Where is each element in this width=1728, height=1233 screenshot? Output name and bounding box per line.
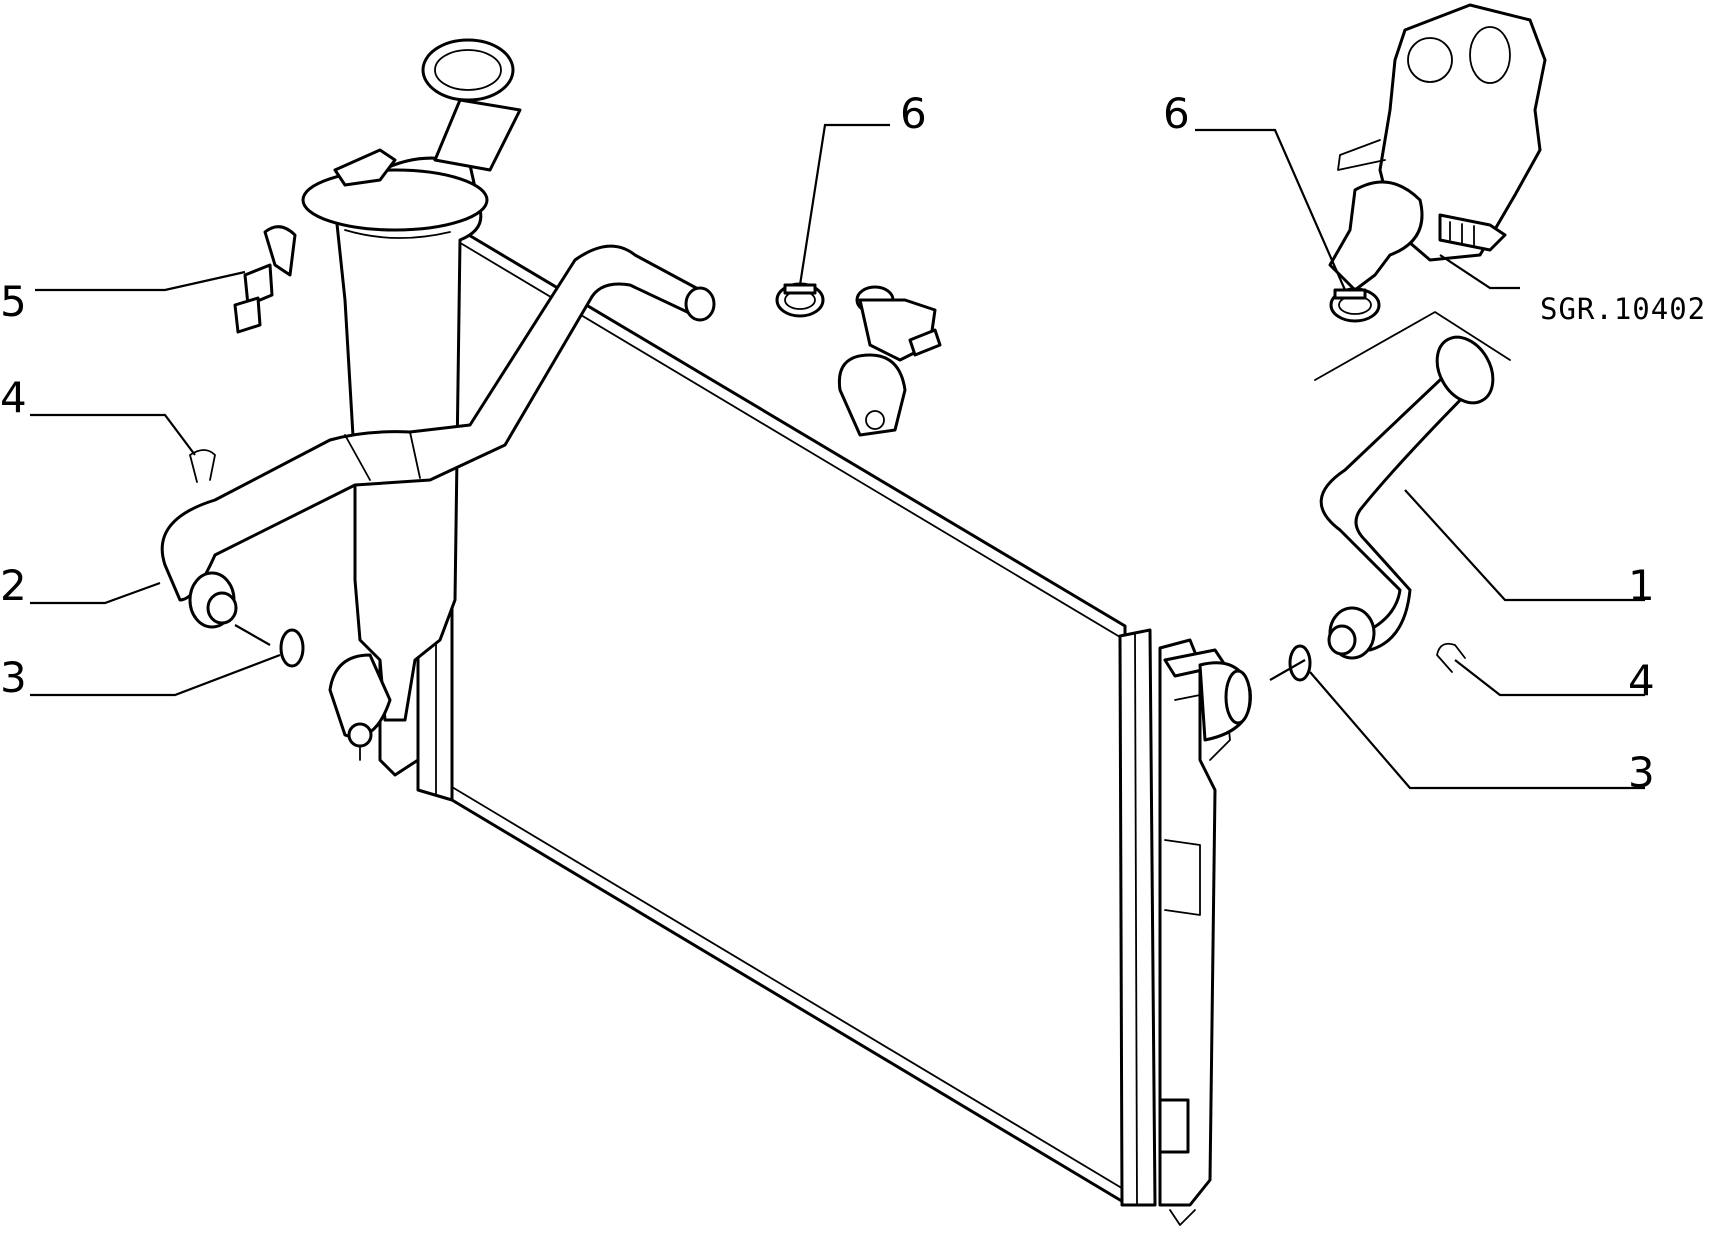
o-ring-left xyxy=(279,628,305,668)
callout-3-left: 3 xyxy=(0,653,27,702)
callout-1-right: 1 xyxy=(1628,561,1655,610)
reference-code: SGR.10402 xyxy=(1540,292,1706,326)
radiator-right-outlet xyxy=(1198,661,1252,742)
callout-3-right: 3 xyxy=(1628,748,1655,797)
upper-hose xyxy=(160,244,716,629)
spring-clip-right xyxy=(1436,642,1466,673)
mounting-bracket xyxy=(233,225,297,334)
hose-clamp-right xyxy=(1329,287,1381,323)
spring-clip-left xyxy=(189,449,216,483)
callout-6-center: 6 xyxy=(900,89,927,138)
leader-lines xyxy=(30,123,1645,790)
lower-hose xyxy=(1319,335,1495,660)
callout-4-right: 4 xyxy=(1628,656,1655,705)
callout-5-left: 5 xyxy=(0,277,27,326)
radiator-core xyxy=(450,223,1127,1205)
engine-pump-housing xyxy=(1328,3,1547,292)
thermostat-housing-center xyxy=(837,285,942,437)
clamp-zone-outline xyxy=(1314,311,1511,381)
callout-2-left: 2 xyxy=(0,561,27,610)
callout-4-left: 4 xyxy=(0,373,27,422)
callout-6-right: 6 xyxy=(1163,89,1190,138)
hose-clamp-center xyxy=(775,282,825,318)
radiator-right-tank xyxy=(1118,628,1231,1226)
